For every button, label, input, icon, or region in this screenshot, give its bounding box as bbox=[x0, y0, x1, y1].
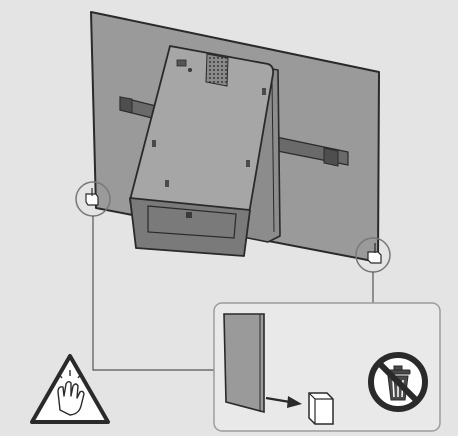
leader-line-left bbox=[92, 216, 214, 371]
stand-slot-right bbox=[246, 160, 250, 167]
stand-latch bbox=[176, 59, 187, 67]
right-arrow-icon bbox=[265, 396, 302, 408]
protective-cap-icon bbox=[308, 392, 334, 425]
callout-left-corner bbox=[75, 181, 111, 217]
stand-slot-lower bbox=[165, 180, 169, 187]
base-screw-hole bbox=[186, 212, 192, 218]
no-trash-icon bbox=[368, 352, 428, 412]
vent-grille-icon bbox=[205, 53, 229, 87]
inset-tv-edge bbox=[223, 313, 265, 414]
stand-slot-left bbox=[152, 140, 156, 147]
stand-screw bbox=[188, 68, 192, 72]
stand-slot-top bbox=[262, 88, 266, 95]
pinch-warning-icon bbox=[30, 354, 110, 424]
